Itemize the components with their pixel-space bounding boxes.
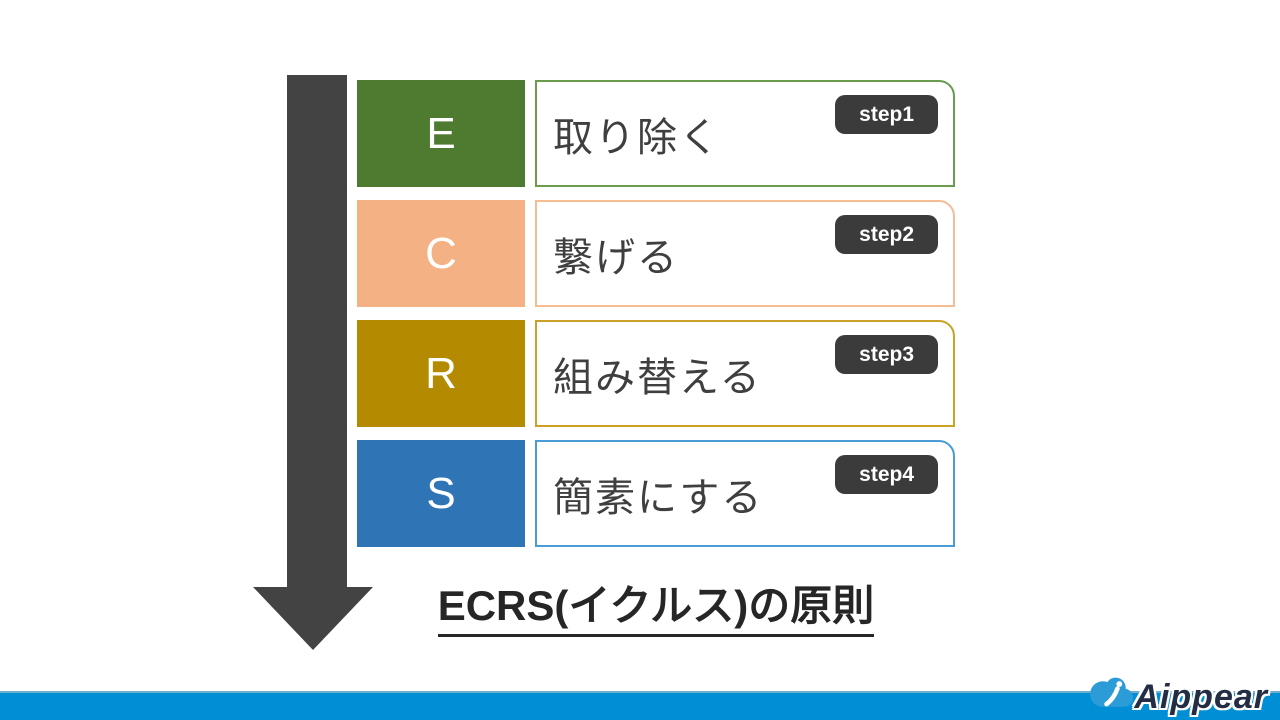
ecrs-rows: E 取り除く step1 C 繋げる step2 R 組み替える step3 S… [357,80,955,547]
aippear-logo: Aippear [1084,674,1268,714]
content-box-simplify: 簡素にする step4 [535,440,955,547]
ecrs-row-combine: C 繋げる step2 [357,200,955,307]
step-badge-4: step4 [835,455,938,495]
row-label-rearrange: 組み替える [553,355,762,400]
letter-box-c: C [357,200,525,307]
step-badge-3: step3 [835,335,938,375]
step-badge-2: step2 [835,215,938,255]
cloud-icon [1090,677,1134,707]
ecrs-row-eliminate: E 取り除く step1 [357,80,955,187]
row-label-combine: 繋げる [553,235,679,280]
logo-text: Aippear [1134,678,1268,716]
row-label-eliminate: 取り除く [553,115,721,160]
content-box-combine: 繋げる step2 [535,200,955,307]
content-box-rearrange: 組み替える step3 [535,320,955,427]
down-arrow-icon [253,75,373,650]
row-label-simplify: 簡素にする [553,475,764,520]
letter-box-s: S [357,440,525,547]
letter-box-e: E [357,80,525,187]
page-title: ECRS(イクルス)の原則 [357,572,955,637]
step-badge-1: step1 [835,95,938,135]
footer-bar [0,691,1280,720]
ecrs-row-rearrange: R 組み替える step3 [357,320,955,427]
ecrs-row-simplify: S 簡素にする step4 [357,440,955,547]
page-title-text: ECRS(イクルス)の原則 [437,572,875,637]
content-box-eliminate: 取り除く step1 [535,80,955,187]
letter-box-r: R [357,320,525,427]
